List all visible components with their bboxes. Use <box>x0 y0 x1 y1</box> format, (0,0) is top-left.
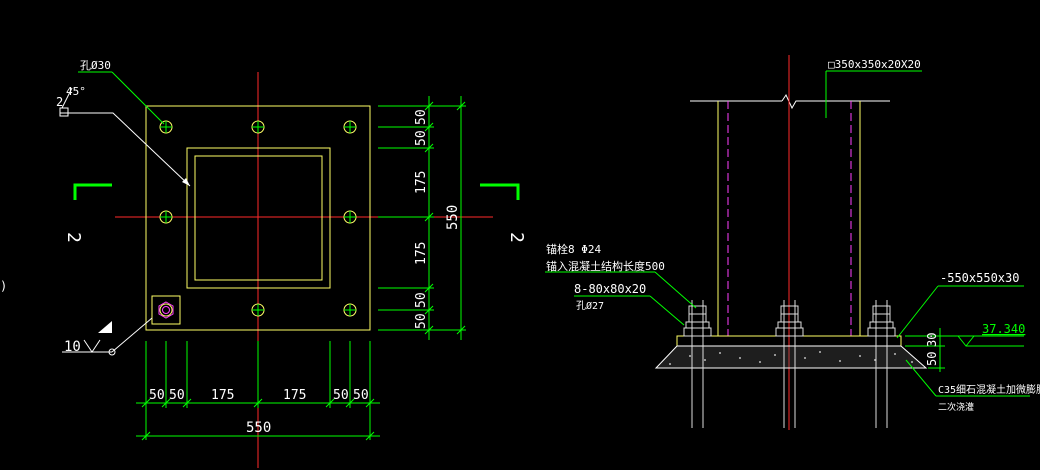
section-mark-right-icon <box>480 183 520 200</box>
dims-right <box>378 96 466 340</box>
dim-bottom-6: 50 <box>353 388 369 403</box>
hole-label: 孔Ø30 <box>80 59 111 72</box>
grout-note-leader <box>905 359 937 397</box>
column-label: □350x350x20X20 <box>828 58 921 71</box>
dim-bottom-1: 50 <box>149 388 165 403</box>
plan-view: 孔Ø30 2 45° 10 2 2 <box>0 59 527 468</box>
anchor-note: 锚入混凝土结构长度500 <box>546 259 665 273</box>
base-plate-outline <box>145 105 371 331</box>
washer-hole: 孔Ø27 <box>576 300 604 312</box>
washer-plate <box>151 295 181 325</box>
dim-bottom-5: 50 <box>333 388 349 403</box>
grout-note: C35细石混凝土加微膨胀剂 <box>938 383 1040 396</box>
dim-bottom-2: 50 <box>169 388 185 403</box>
grout-dim-2: 30 <box>925 333 939 347</box>
bevel-arrow <box>182 178 190 186</box>
dim-right-3: 175 <box>414 171 429 194</box>
anchor-bolts <box>683 300 896 428</box>
elevation-triangle <box>957 335 975 347</box>
washer-label-leader <box>649 295 685 326</box>
weld-all-around-icon <box>108 348 116 356</box>
bevel-size: 2 <box>56 95 63 109</box>
dim-right-2: 50 <box>414 130 429 146</box>
nut-hex <box>158 301 174 319</box>
column-outer <box>186 147 331 289</box>
dim-right-6: 50 <box>414 313 429 329</box>
grout-note-2: 二次浇灌 <box>938 401 974 413</box>
dim-right-total: 550 <box>445 205 461 230</box>
dims-bottom <box>136 341 380 441</box>
dim-bottom-4: 175 <box>283 388 306 403</box>
grout-bed <box>654 345 928 369</box>
bevel-symbol <box>59 107 69 117</box>
washer-label: 8-80x80x20 <box>574 282 646 296</box>
dim-right-4: 175 <box>414 242 429 265</box>
baseplate-label: -550x550x30 <box>940 271 1019 285</box>
dim-bottom-total: 550 <box>246 420 271 436</box>
weld-flag <box>98 321 112 333</box>
edge-mark: ) <box>0 279 7 293</box>
grout-hatch <box>669 351 913 365</box>
anchor-label: 锚栓8 Φ24 <box>546 242 601 256</box>
dim-right-5: 50 <box>414 292 429 308</box>
hole-label-leader <box>111 71 165 125</box>
baseplate-label-leader <box>896 285 939 339</box>
elevation-value: 37.340 <box>982 322 1025 336</box>
section-view: □350x350x20X20 锚栓8 Φ24 锚入混凝土结构 <box>545 55 1040 430</box>
column-break-symbol <box>781 93 890 110</box>
hole-center-marks <box>160 121 356 316</box>
section-mark-left: 2 <box>63 232 84 243</box>
bevel-symbol-line <box>61 87 73 109</box>
anchor-label-leader <box>654 271 697 309</box>
weld-size: 10 <box>64 339 81 355</box>
column-inner <box>194 155 323 281</box>
nut-hole <box>162 306 170 314</box>
bevel-angle: 45° <box>66 85 86 98</box>
section-mark-right: 2 <box>506 232 527 243</box>
section-mark-left-icon <box>73 183 112 200</box>
dim-bottom-3: 175 <box>211 388 234 403</box>
weld-leader <box>111 317 153 353</box>
dim-right-1: 50 <box>414 109 429 125</box>
bolt-hole <box>159 303 173 317</box>
grout-dims <box>905 328 945 372</box>
grout-dim-1: 50 <box>925 352 939 366</box>
weld-fillet-symbol <box>83 339 101 353</box>
bevel-leader <box>60 112 191 187</box>
